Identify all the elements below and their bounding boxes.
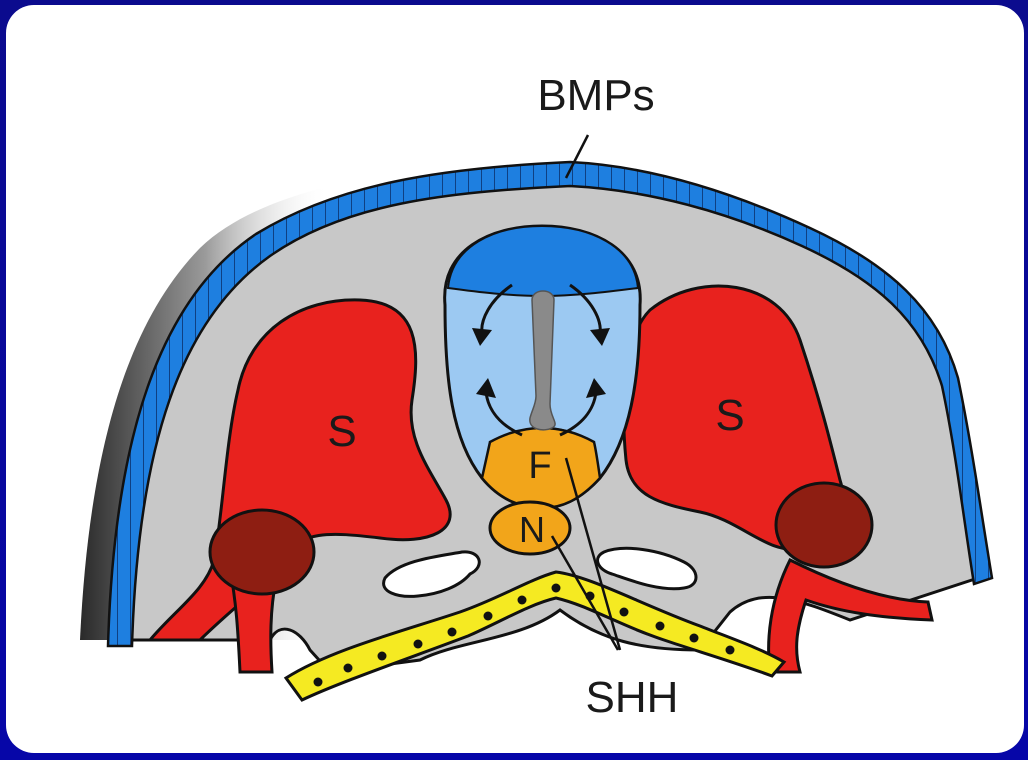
floor-plate-label: F (528, 445, 551, 487)
diagram-panel: BMPs SHH S S F N (6, 5, 1024, 753)
bmps-label: BMPs (537, 71, 654, 120)
dermamyotome-left (210, 510, 314, 594)
notochord-label: N (519, 509, 545, 550)
somite-left-label: S (327, 407, 356, 456)
neural-tube-diagram: BMPs SHH S S F N (6, 5, 1024, 753)
somite-right-label: S (715, 391, 744, 440)
shh-label: SHH (586, 673, 679, 722)
dermamyotome-right (776, 483, 872, 567)
